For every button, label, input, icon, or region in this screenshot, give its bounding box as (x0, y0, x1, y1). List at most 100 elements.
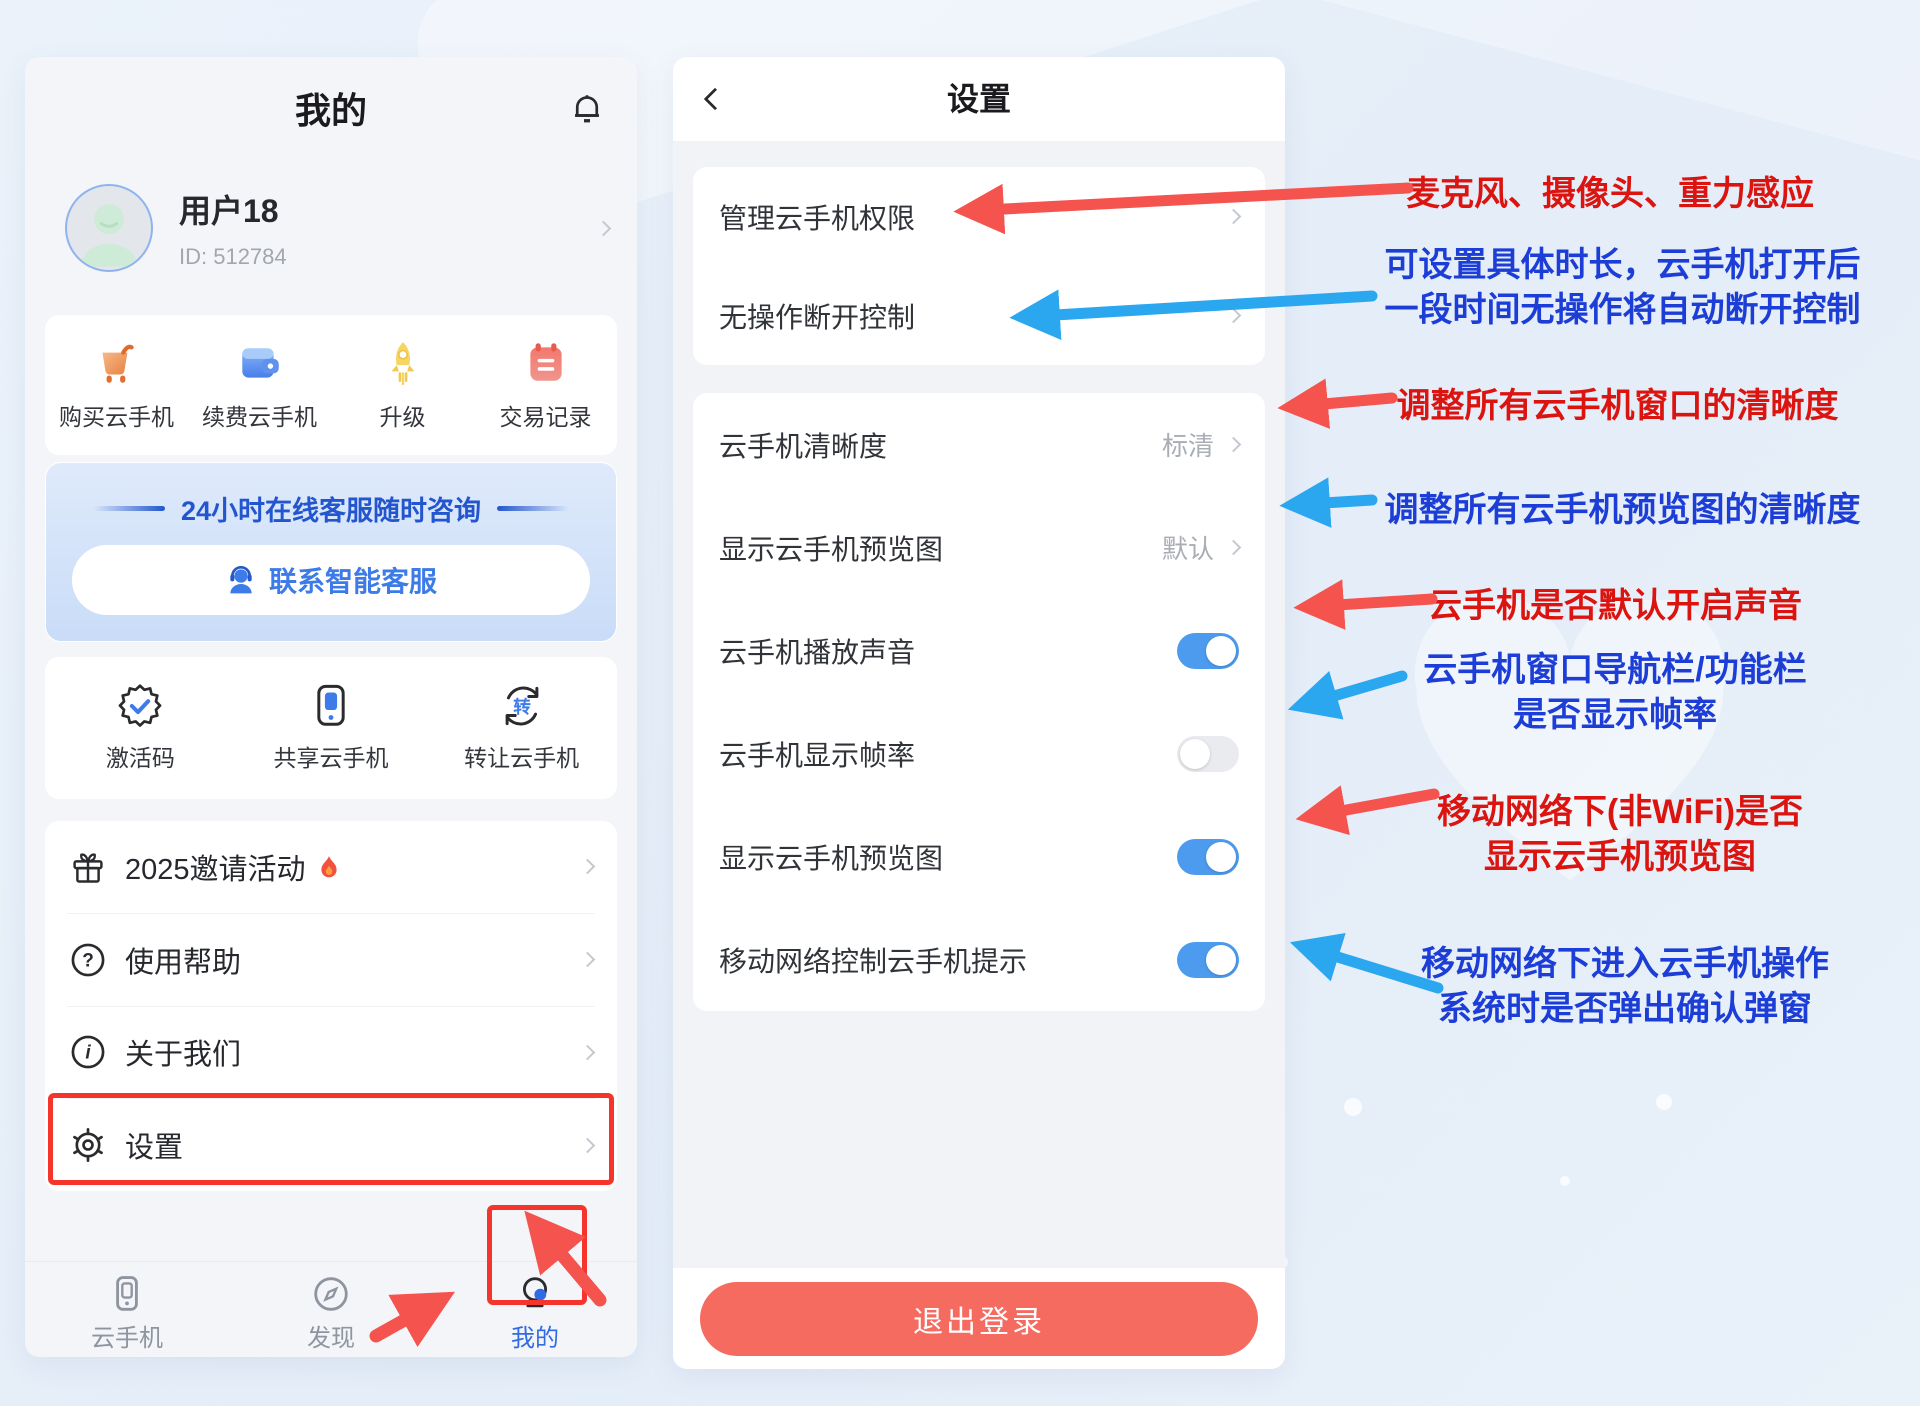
row-fps: 云手机显示帧率 (693, 702, 1265, 805)
row-value: 默认 (1161, 534, 1214, 564)
dash-decoration (92, 506, 165, 511)
renew-cloud-phone-button[interactable]: 续费云手机 (188, 338, 331, 432)
row-sound: 云手机播放声音 (693, 599, 1265, 702)
menu-item-invite[interactable]: 2025邀请活动 (45, 821, 617, 913)
user-profile-row[interactable]: 用户18 ID: 512784 (65, 169, 612, 287)
tab-discover[interactable]: 发现 (229, 1262, 433, 1357)
rocket-icon (391, 342, 414, 386)
customer-service-banner: 24小时在线客服随时咨询 联系智能客服 (45, 462, 617, 642)
annotation-text: 一段时间无操作将自动断开控制 (1384, 291, 1861, 329)
divider (67, 1098, 595, 1100)
tool-label: 转让云手机 (464, 745, 580, 771)
quick-action-label: 升级 (379, 404, 426, 430)
row-clarity[interactable]: 云手机清晰度 标清 (693, 393, 1265, 496)
menu-item-label: 2025邀请活动 (125, 846, 582, 888)
annotation-text: 云手机是否默认开启声音 (1428, 587, 1802, 625)
row-label: 移动网络控制云手机提示 (719, 945, 1028, 977)
user-id: ID: 512784 (179, 244, 287, 269)
compass-icon (314, 1277, 348, 1311)
menu-item-help[interactable]: ? 使用帮助 (45, 914, 617, 1006)
buy-cloud-phone-button[interactable]: 购买云手机 (45, 338, 188, 432)
annotation-text: 调整所有云手机窗口的清晰度 (1396, 387, 1839, 425)
ledger-icon (529, 343, 562, 381)
annotation-text: 麦克风、摄像头、重力感应 (1406, 175, 1814, 213)
menu-item-about[interactable]: i 关于我们 (45, 1007, 617, 1099)
row-label: 显示云手机预览图 (719, 533, 944, 565)
annotation-text: 显示云手机预览图 (1484, 838, 1756, 876)
quick-actions-card: 购买云手机 续费云手机 升级 (45, 315, 617, 455)
row-preview-quality[interactable]: 显示云手机预览图 默认 (693, 496, 1265, 599)
annotation-text: 移动网络下(非WiFi)是否 (1436, 793, 1804, 831)
user-info: 用户18 ID: 512784 (179, 186, 598, 270)
bell-icon[interactable] (569, 93, 605, 129)
toggle-knob (1206, 841, 1236, 872)
preview-toggle[interactable] (1177, 838, 1239, 875)
headset-agent-icon (230, 566, 252, 594)
tab-cloud-phone[interactable]: 云手机 (25, 1262, 229, 1357)
profile-header: 我的 (25, 79, 637, 143)
share-phone-icon (317, 684, 345, 726)
contact-support-button[interactable]: 联系智能客服 (72, 545, 590, 615)
share-cloud-phone-button[interactable]: 共享云手机 (236, 683, 427, 773)
chevron-right-icon (579, 1044, 596, 1061)
annotation-text: 可设置具体时长，云手机打开后 (1384, 246, 1861, 284)
row-label: 管理云手机权限 (719, 202, 916, 234)
annotation-text: 云手机窗口导航栏/功能栏 (1423, 651, 1807, 689)
user-name: 用户18 (179, 193, 279, 229)
dash-decoration (497, 506, 570, 511)
chevron-right-icon (579, 859, 596, 875)
contact-support-label: 联系智能客服 (268, 566, 437, 597)
row-mobile-tip: 移动网络控制云手机提示 (693, 908, 1265, 1011)
mobile-tip-toggle[interactable] (1177, 941, 1239, 978)
phone-icon (116, 1276, 138, 1311)
row-value: 标清 (1161, 431, 1214, 461)
menu-item-label: 关于我们 (125, 1039, 242, 1072)
dot-decoration (1656, 1094, 1672, 1110)
transaction-history-button[interactable]: 交易记录 (474, 338, 617, 432)
annotation-text: 移动网络下进入云手机操作 (1421, 945, 1829, 983)
row-manage-permissions[interactable]: 管理云手机权限 (693, 167, 1265, 266)
row-preview-show: 显示云手机预览图 (693, 805, 1265, 908)
annotation-permissions: 麦克风、摄像头、重力感应 (1330, 172, 1890, 217)
tool-label: 激活码 (105, 745, 175, 771)
logout-button[interactable]: 退出登录 (700, 1282, 1258, 1356)
svg-text:转: 转 (513, 697, 531, 717)
annotation-text: 系统时是否弹出确认弹窗 (1438, 990, 1812, 1028)
avatar (65, 184, 153, 272)
quick-action-label: 续费云手机 (202, 404, 317, 430)
profile-icon (523, 1277, 547, 1308)
row-label: 云手机播放声音 (719, 636, 916, 668)
settings-group-1: 管理云手机权限 无操作断开控制 (693, 167, 1265, 365)
wallet-icon (241, 348, 279, 378)
transfer-icon: 转 (505, 686, 539, 726)
chevron-right-icon (595, 220, 612, 236)
annotation-text: 是否显示帧率 (1513, 696, 1717, 734)
row-label: 显示云手机预览图 (719, 842, 944, 874)
annotation-text: 调整所有云手机预览图的清晰度 (1384, 491, 1861, 529)
transfer-cloud-phone-button[interactable]: 转 转让云手机 (426, 683, 617, 773)
row-idle-disconnect[interactable]: 无操作断开控制 (693, 266, 1265, 365)
banner-title-text: 24小时在线客服随时咨询 (180, 496, 482, 526)
settings-screen: 设置 管理云手机权限 无操作断开控制 云手机清晰度 标清 显示云手机预览图 默认 (673, 57, 1285, 1369)
chevron-right-icon (1225, 539, 1242, 556)
annotation-idle-disconnect: 可设置具体时长，云手机打开后 一段时间无操作将自动断开控制 (1345, 243, 1900, 333)
tools-card: 激活码 共享云手机 转 转让云手机 (45, 657, 617, 799)
settings-body: 管理云手机权限 无操作断开控制 云手机清晰度 标清 显示云手机预览图 默认 云手… (673, 141, 1285, 1268)
fps-toggle[interactable] (1177, 735, 1239, 772)
tab-label: 发现 (307, 1325, 355, 1352)
toggle-knob (1206, 635, 1236, 666)
activation-code-button[interactable]: 激活码 (45, 683, 236, 773)
badge-check-icon (118, 684, 162, 727)
svg-text:?: ? (82, 950, 94, 971)
menu-item-settings[interactable]: 设置 (45, 1099, 617, 1191)
menu-item-label: 设置 (125, 1132, 184, 1165)
settings-title: 设置 (946, 81, 1011, 117)
sound-toggle[interactable] (1177, 632, 1239, 669)
tab-mine[interactable]: 我的 (433, 1262, 637, 1357)
chevron-right-icon (1225, 208, 1242, 225)
upgrade-button[interactable]: 升级 (331, 338, 474, 432)
quick-action-label: 交易记录 (499, 404, 592, 430)
row-label: 云手机显示帧率 (719, 739, 916, 771)
profile-screen: 我的 用户18 ID: 512784 (25, 57, 637, 1357)
cart-icon (101, 344, 134, 383)
